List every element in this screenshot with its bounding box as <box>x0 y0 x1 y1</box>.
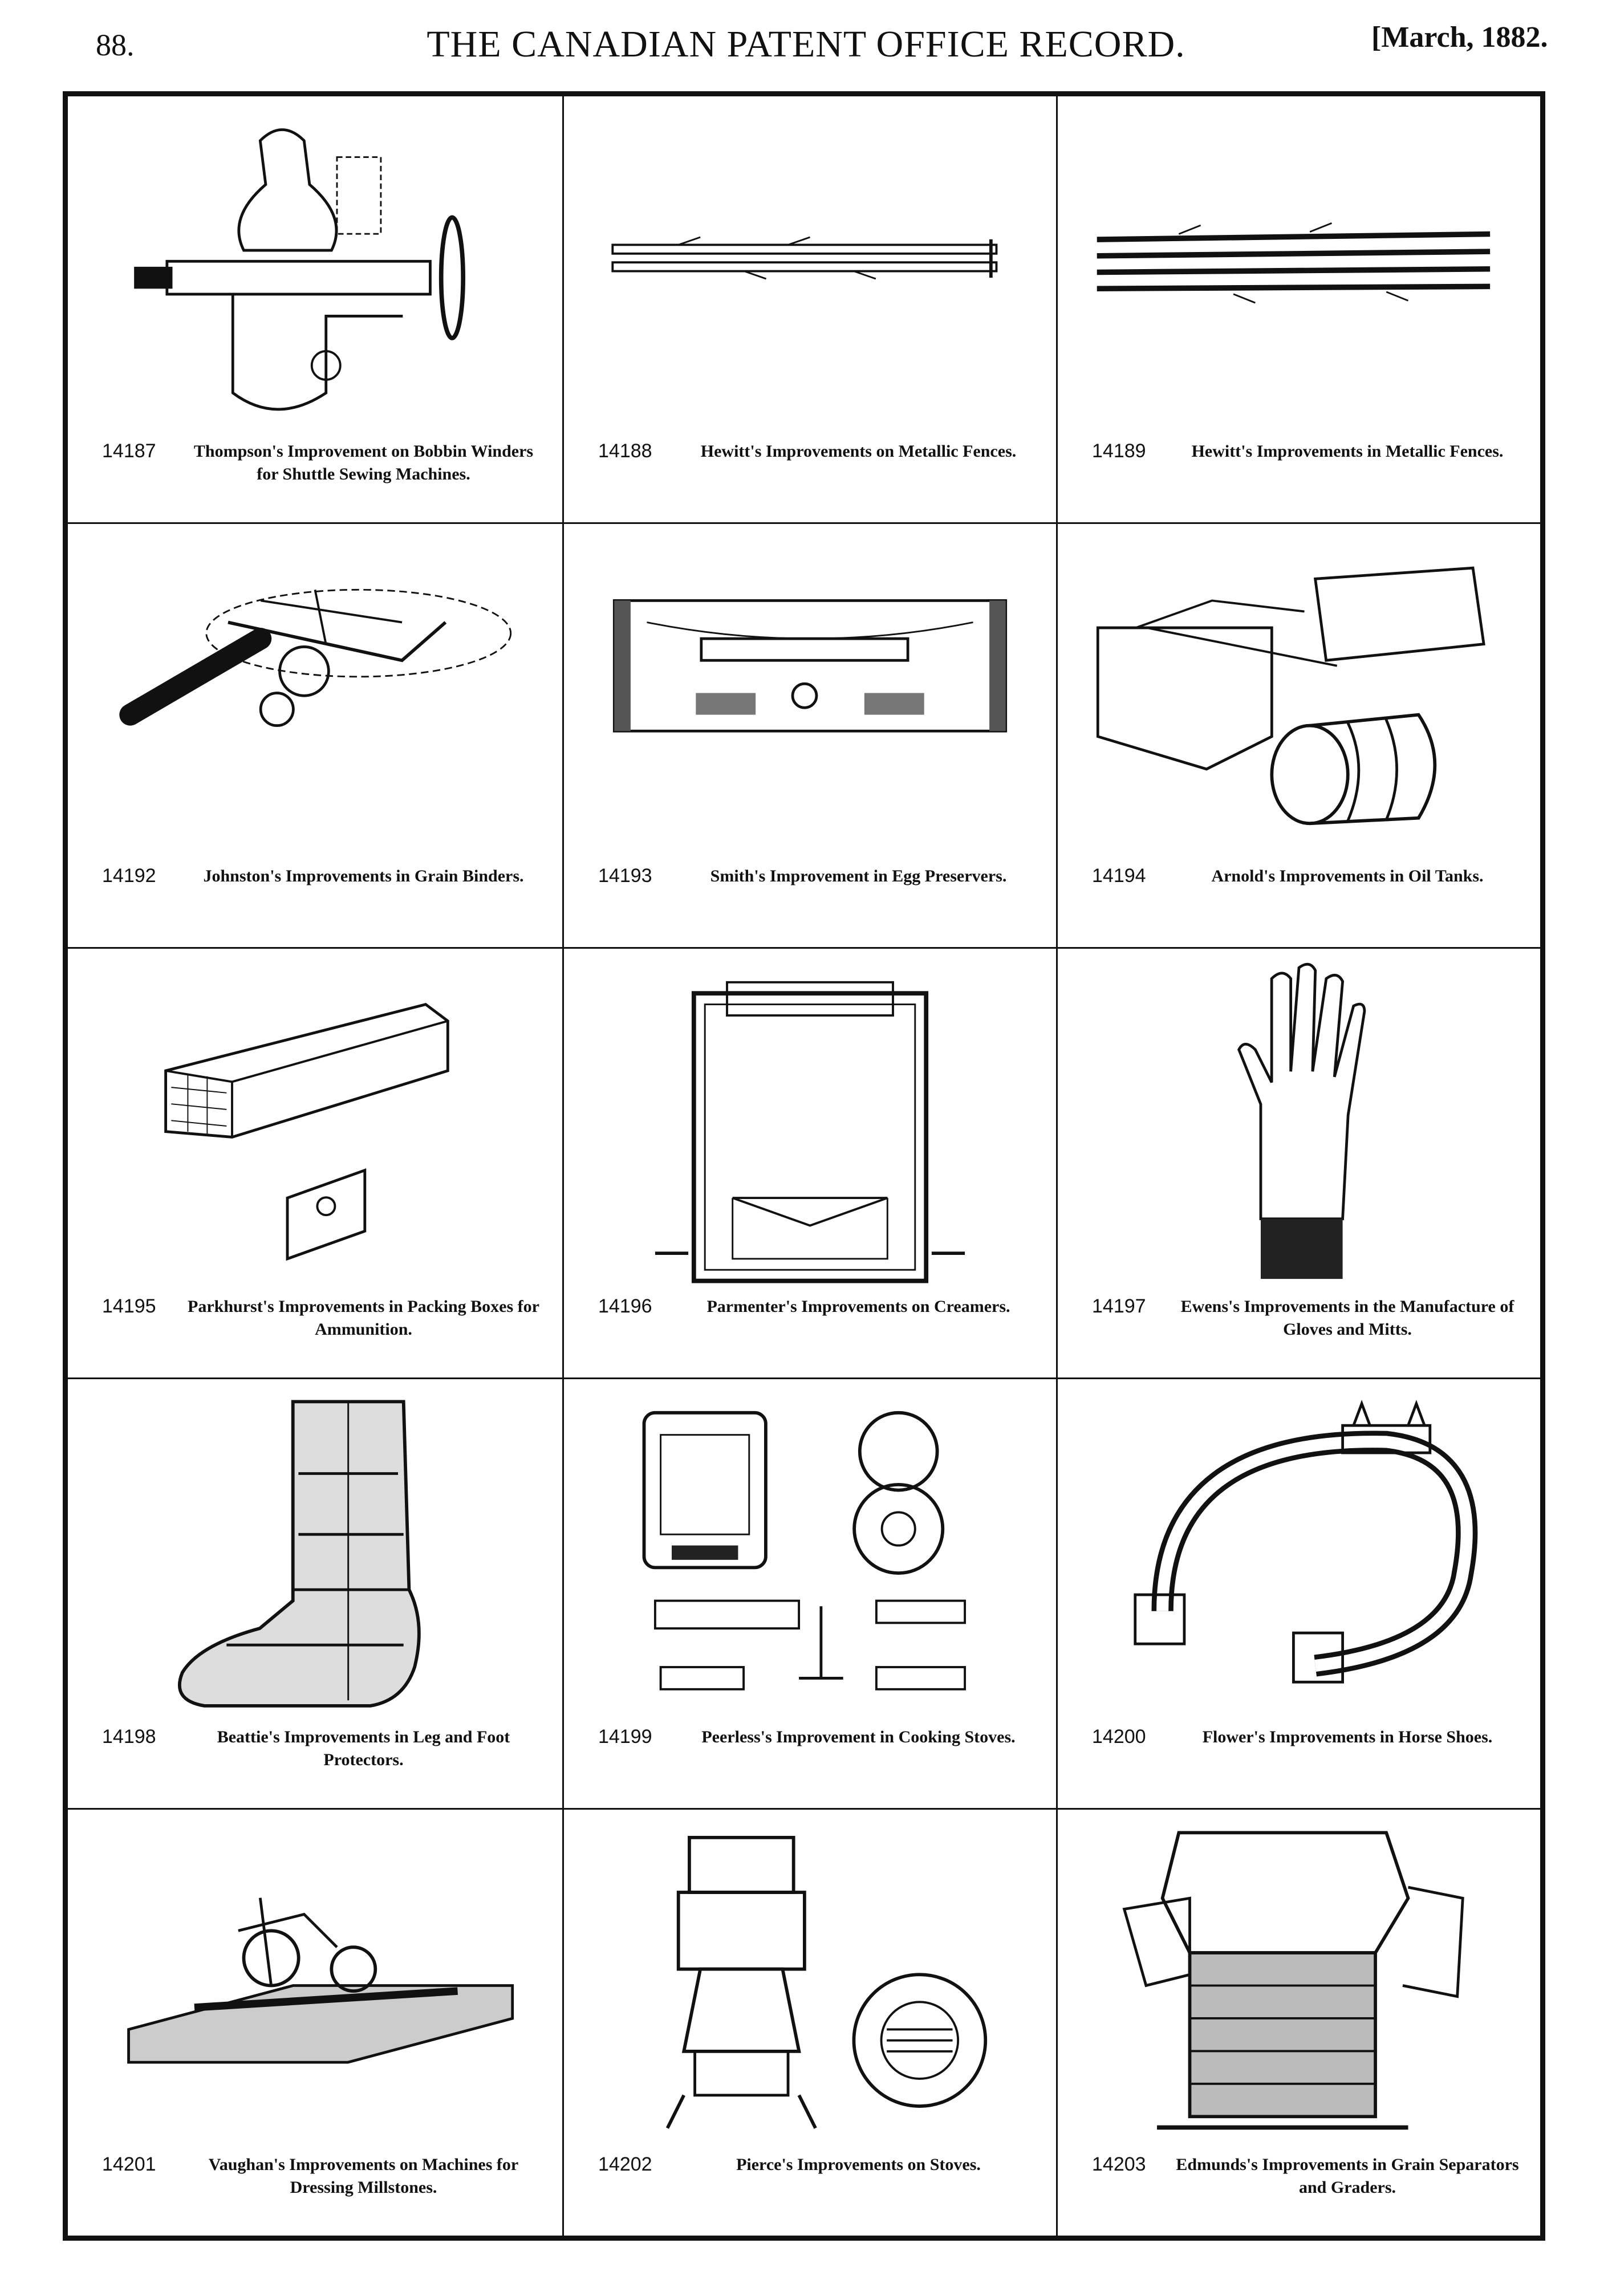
patent-caption: 14193 Smith's Improvement in Egg Preserv… <box>598 865 1045 933</box>
patent-number: 14193 <box>598 865 652 887</box>
patent-number: 14188 <box>598 440 652 462</box>
patent-number: 14187 <box>102 440 156 462</box>
patent-title: Edmunds's Improvements in Grain Separato… <box>1176 2155 1519 2197</box>
patent-number: 14189 <box>1092 440 1146 462</box>
patent-number: 14199 <box>598 1726 652 1748</box>
patent-title: Vaughan's Improvements on Machines for D… <box>208 2155 519 2197</box>
fence-rail-icon <box>587 108 1033 437</box>
patent-title: Beattie's Improvements in Leg and Foot P… <box>217 1728 510 1769</box>
millstone-machine-icon <box>91 1821 539 2150</box>
patent-cell: 14192 Johnston's Improvements in Grain B… <box>68 524 564 949</box>
packing-box-icon <box>91 960 539 1292</box>
patent-number: 14196 <box>598 1295 652 1317</box>
oil-tank-icon <box>1081 535 1517 861</box>
patent-cell: 14200 Flower's Improvements in Horse Sho… <box>1058 1379 1540 1810</box>
patent-cell: 14196 Parmenter's Improvements on Creame… <box>564 949 1058 1379</box>
patent-cell: 14189 Hewitt's Improvements in Metallic … <box>1058 96 1540 524</box>
patent-title: Peerless's Improvement in Cooking Stoves… <box>701 1728 1016 1746</box>
patent-title: Pierce's Improvements on Stoves. <box>736 2155 981 2174</box>
patent-caption: 14189 Hewitt's Improvements in Metallic … <box>1092 440 1529 509</box>
patent-number: 14202 <box>598 2153 652 2175</box>
patent-cell: 14198 Beattie's Improvements in Leg and … <box>68 1379 564 1810</box>
patent-title: Johnston's Improvements in Grain Binders… <box>203 867 524 885</box>
patent-caption: 14195 Parkhurst's Improvements in Packin… <box>102 1295 551 1364</box>
patent-title: Arnold's Improvements in Oil Tanks. <box>1211 867 1484 885</box>
patent-number: 14203 <box>1092 2153 1146 2175</box>
patent-title: Hewitt's Improvements in Metallic Fences… <box>1191 442 1504 461</box>
patent-cell: 14194 Arnold's Improvements in Oil Tanks… <box>1058 524 1540 949</box>
patent-title: Parkhurst's Improvements in Packing Boxe… <box>188 1297 539 1339</box>
patent-caption: 14201 Vaughan's Improvements on Machines… <box>102 2153 551 2222</box>
issue-date: [March, 1882. <box>1371 21 1548 54</box>
patent-title: Ewens's Improvements in the Manufacture … <box>1180 1297 1514 1339</box>
page-title: THE CANADIAN PATENT OFFICE RECORD. <box>427 23 1185 65</box>
patent-title: Parmenter's Improvements on Creamers. <box>706 1297 1010 1316</box>
patent-caption: 14188 Hewitt's Improvements on Metallic … <box>598 440 1045 509</box>
patent-title: Flower's Improvements in Horse Shoes. <box>1202 1728 1493 1746</box>
egg-preserver-icon <box>587 535 1033 861</box>
patent-figure-frame: 14187 Thompson's Improvement on Bobbin W… <box>63 91 1545 2241</box>
patent-cell: 14201 Vaughan's Improvements on Machines… <box>68 1810 564 2236</box>
horse-shoe-icon <box>1081 1391 1517 1722</box>
patent-grid: 14187 Thompson's Improvement on Bobbin W… <box>68 96 1540 2236</box>
patent-caption: 14202 Pierce's Improvements on Stoves. <box>598 2153 1045 2222</box>
leg-protector-icon <box>91 1391 539 1722</box>
fence-rails-icon <box>1081 108 1517 437</box>
grain-binder-icon <box>91 535 539 861</box>
grain-separator-icon <box>1081 1821 1517 2150</box>
patent-caption: 14200 Flower's Improvements in Horse Sho… <box>1092 1726 1529 1794</box>
patent-caption: 14198 Beattie's Improvements in Leg and … <box>102 1726 551 1794</box>
patent-title: Thompson's Improvement on Bobbin Winders… <box>193 442 534 483</box>
patent-title: Smith's Improvement in Egg Preservers. <box>710 867 1007 885</box>
patent-caption: 14196 Parmenter's Improvements on Creame… <box>598 1295 1045 1364</box>
patent-cell: 14197 Ewens's Improvements in the Manufa… <box>1058 949 1540 1379</box>
patent-caption: 14192 Johnston's Improvements in Grain B… <box>102 865 551 933</box>
cooking-stove-icon <box>587 1391 1033 1722</box>
page-number: 88. <box>96 28 135 62</box>
patent-cell: 14193 Smith's Improvement in Egg Preserv… <box>564 524 1058 949</box>
patent-number: 14197 <box>1092 1295 1146 1317</box>
patent-number: 14198 <box>102 1726 156 1748</box>
patent-cell: 14187 Thompson's Improvement on Bobbin W… <box>68 96 564 524</box>
patent-number: 14192 <box>102 865 156 887</box>
patent-caption: 14194 Arnold's Improvements in Oil Tanks… <box>1092 865 1529 933</box>
patent-cell: 14202 Pierce's Improvements on Stoves. <box>564 1810 1058 2236</box>
glove-icon <box>1081 960 1517 1292</box>
patent-caption: 14203 Edmunds's Improvements in Grain Se… <box>1092 2153 1529 2222</box>
bobbin-winder-icon <box>91 108 539 437</box>
patent-cell: 14195 Parkhurst's Improvements in Packin… <box>68 949 564 1379</box>
patent-number: 14200 <box>1092 1726 1146 1748</box>
patent-cell: 14188 Hewitt's Improvements on Metallic … <box>564 96 1058 524</box>
patent-number: 14194 <box>1092 865 1146 887</box>
patent-cell: 14203 Edmunds's Improvements in Grain Se… <box>1058 1810 1540 2236</box>
patent-caption: 14187 Thompson's Improvement on Bobbin W… <box>102 440 551 509</box>
creamer-icon <box>587 960 1033 1292</box>
patent-cell: 14199 Peerless's Improvement in Cooking … <box>564 1379 1058 1810</box>
patent-caption: 14197 Ewens's Improvements in the Manufa… <box>1092 1295 1529 1364</box>
patent-number: 14201 <box>102 2153 156 2175</box>
patent-title: Hewitt's Improvements on Metallic Fences… <box>700 442 1017 461</box>
patent-number: 14195 <box>102 1295 156 1317</box>
patent-caption: 14199 Peerless's Improvement in Cooking … <box>598 1726 1045 1794</box>
page-header: 88. THE CANADIAN PATENT OFFICE RECORD. [… <box>0 17 1612 86</box>
stove-icon <box>587 1821 1033 2150</box>
